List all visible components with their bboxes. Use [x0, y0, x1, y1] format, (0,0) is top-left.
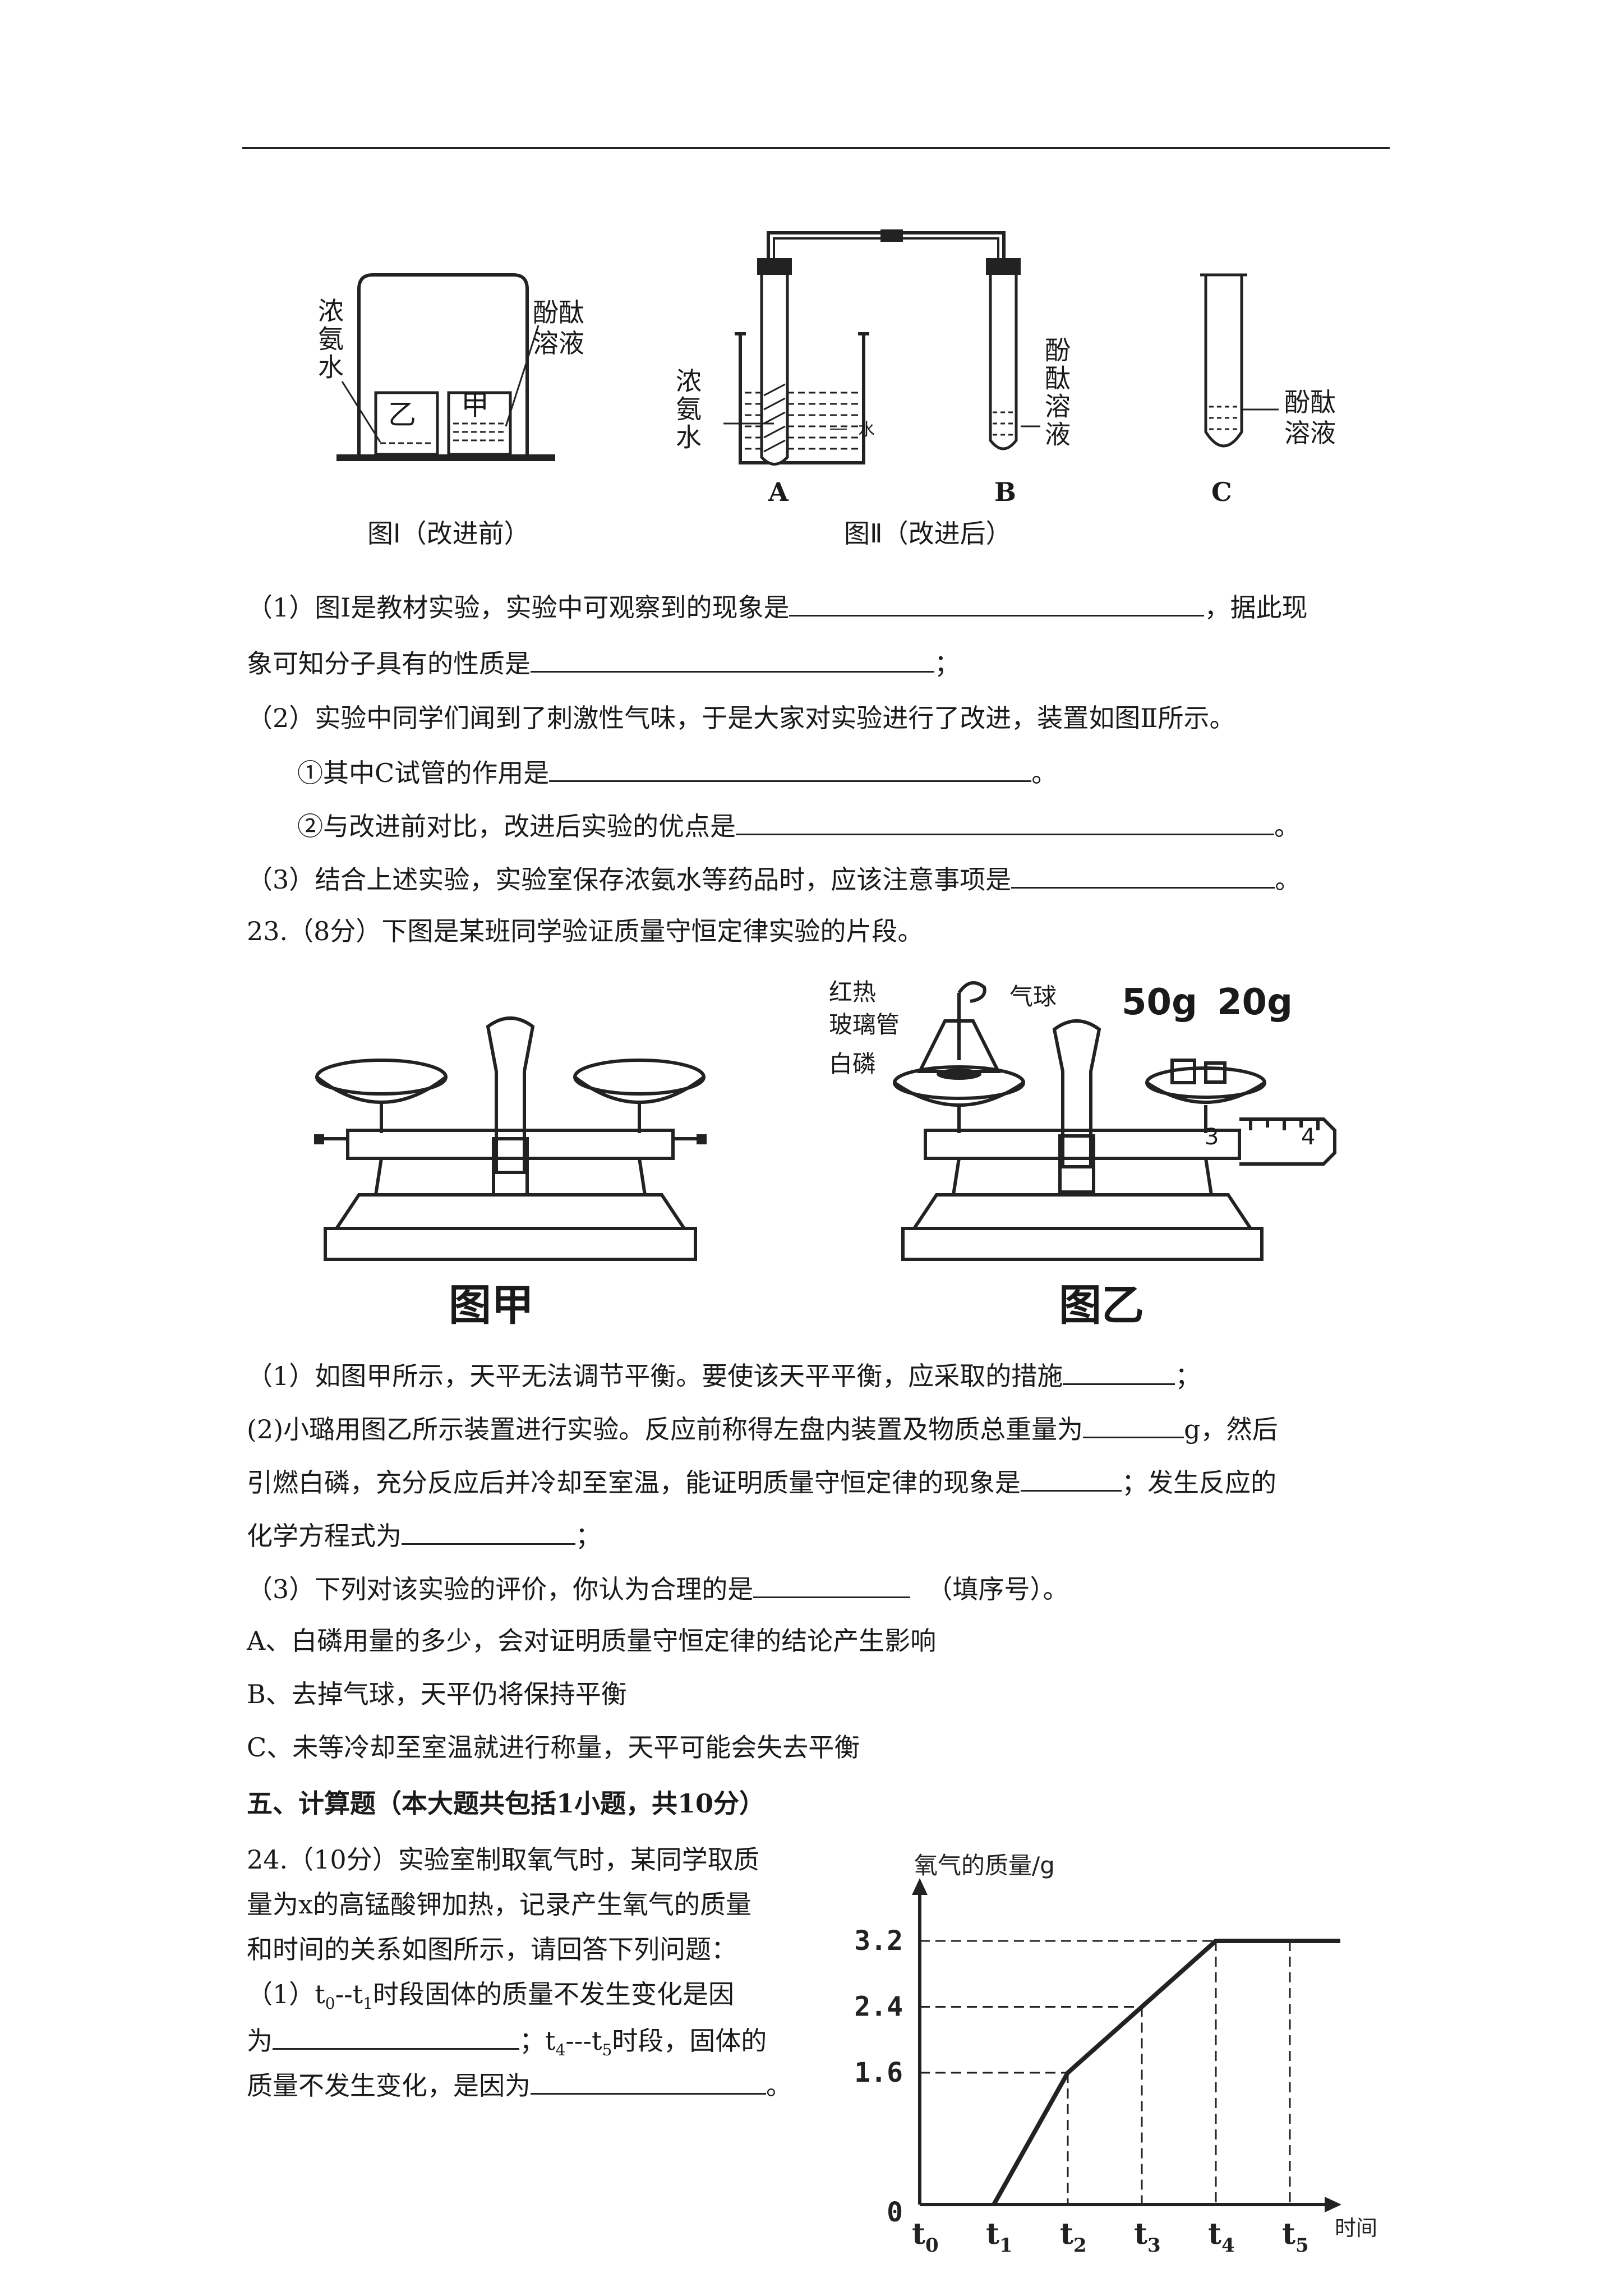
q22-blank-3[interactable]	[549, 754, 1032, 782]
section5-title: 五、计算题（本大题共包括1小题，共10分）	[247, 1788, 766, 1819]
y-tick-label: 2.4	[854, 1991, 903, 2023]
chart-guides	[920, 1940, 1291, 2205]
q24-blank-2[interactable]	[531, 2067, 766, 2095]
fig2-water-label: 水	[858, 420, 875, 440]
q23-part1: （1）如图甲所示，天平无法调节平衡。要使该天平平衡，应采取的措施；	[247, 1358, 1201, 1393]
scale-mark-3: 3	[1205, 1124, 1219, 1150]
chart-line	[992, 1939, 1340, 2206]
q22-blank-4[interactable]	[736, 808, 1274, 835]
fig2-tube-a: A	[768, 477, 789, 507]
q22-blank-2[interactable]	[531, 645, 934, 673]
balance-yi	[893, 981, 1336, 1261]
q22-part1-line2: 象可知分子具有的性质是；	[247, 645, 960, 680]
figure-3-tube-c	[1200, 273, 1279, 448]
fig1-right-label-1: 酚酞	[533, 297, 584, 328]
q23-blank-2[interactable]	[1083, 1411, 1184, 1438]
y-tick-label: 3.2	[854, 1925, 903, 1957]
chart-ticks: 0 1.6 2.4 3.2 t0 t1 t2 t3 t4 t5	[854, 1925, 1308, 2257]
q23-part3: （3）下列对该实验的评价，你认为合理的是 （填序号）。	[247, 1571, 1069, 1606]
fig2-left-label: 浓氨水	[672, 367, 702, 452]
label-hongre: 红热	[829, 978, 877, 1006]
fig1-right-label-2: 溶液	[533, 328, 584, 358]
fig1-left-label: 浓氨水	[314, 297, 344, 381]
fig1-beaker-jia: 甲	[461, 389, 489, 421]
q23-intro: 23.（8分）下图是某班同学验证质量守恒定律实验的片段。	[247, 916, 924, 946]
scale-mark-4: 4	[1301, 1124, 1316, 1150]
fig3-label-2: 溶液	[1284, 418, 1336, 448]
q23-part2-line3: 化学方程式为；	[247, 1517, 601, 1553]
q23-blank-4[interactable]	[402, 1517, 575, 1545]
q24-line4: （1）t0--t1时段固体的质量不发生变化是因	[247, 1979, 734, 2013]
fig1-beaker-yi: 乙	[388, 398, 416, 431]
q24-line1: 24.（10分）实验室制取氧气时，某同学取质	[247, 1844, 759, 1875]
y-tick-label: 1.6	[854, 2057, 903, 2088]
q22-part1-line1: （1）图Ⅰ是教材实验，实验中可观察到的现象是，据此现	[247, 589, 1307, 624]
q22-part2-sub1: ①其中C试管的作用是。	[297, 754, 1057, 790]
q23-blank-5[interactable]	[753, 1571, 911, 1598]
x-tick-label: t2	[1060, 2217, 1087, 2257]
series-line	[992, 1939, 1340, 2206]
q22-blank-5[interactable]	[1011, 861, 1275, 889]
q22-part2-sub2: ②与改进前对比，改进后实验的优点是。	[297, 808, 1300, 843]
q23-blank-1[interactable]	[1063, 1358, 1175, 1385]
fig3-label: 酚酞	[1284, 387, 1336, 417]
q24-line5: 为；t4---t5时段，固体的	[247, 2022, 767, 2067]
y-tick-label: 0	[887, 2197, 903, 2228]
x-tick-label: t0	[912, 2217, 939, 2257]
label-bailin: 白磷	[829, 1050, 877, 1078]
fig-yi-caption: 图乙	[1059, 1280, 1144, 1330]
q23-option-b: B、去掉气球，天平仍将保持平衡	[247, 1679, 627, 1709]
q24-line3: 和时间的关系如图所示，请回答下列问题：	[247, 1934, 737, 1964]
x-tick-label: t3	[1134, 2217, 1161, 2257]
header-rule	[242, 147, 1390, 149]
weight-50g: 50g	[1122, 982, 1197, 1023]
fig2-tube-b: B	[994, 477, 1016, 507]
label-boliguan: 玻璃管	[829, 1011, 900, 1038]
y-axis-label: 氧气的质量/g	[914, 1852, 1055, 1879]
x-axis-label: 时间	[1335, 2216, 1377, 2240]
q22-blank-1[interactable]	[789, 589, 1205, 616]
x-tick-label: t1	[986, 2217, 1013, 2257]
q24-line6: 质量不发生变化，是因为。	[247, 2067, 792, 2102]
q23-part2-line2: 引燃白磷，充分反应后并冷却至室温，能证明质量守恒定律的现象是；发生反应的	[247, 1464, 1276, 1499]
y-axis-arrow	[912, 1878, 928, 1895]
q22-part2-line: （2）实验中同学们闻到了刺激性气味，于是大家对实验进行了改进，装置如图Ⅱ所示。	[247, 703, 1235, 733]
balance-jia	[314, 1016, 707, 1261]
q22-part3: （3）结合上述实验，实验室保存浓氨水等药品时，应该注意事项是。	[247, 861, 1301, 896]
figure-1-apparatus	[336, 273, 555, 461]
q23-option-a: A、白磷用量的多少，会对证明质量守恒定律的结论产生影响	[247, 1626, 937, 1656]
x-axis-arrow	[1325, 2197, 1341, 2212]
x-tick-label: t4	[1208, 2217, 1235, 2257]
chart-axes: 氧气的质量/g 时间	[912, 1852, 1377, 2240]
fig3-tube-c: C	[1211, 477, 1232, 507]
fig2-caption: 图Ⅱ（改进后）	[844, 518, 1012, 549]
fig2-right-label: 酚酞溶液	[1041, 337, 1071, 449]
figure-2-apparatus	[723, 229, 1040, 466]
label-qiqiu: 气球	[1009, 983, 1057, 1010]
fig1-caption: 图Ⅰ（改进前）	[367, 518, 530, 549]
q23-option-c: C、未等冷却至室温就进行称量，天平可能会失去平衡	[247, 1732, 860, 1763]
fig-jia-caption: 图甲	[449, 1280, 534, 1330]
x-tick-label: t5	[1282, 2217, 1309, 2257]
weight-20g: 20g	[1217, 982, 1293, 1023]
q24-line2: 量为x的高锰酸钾加热，记录产生氧气的质量	[247, 1889, 751, 1920]
q24-blank-1[interactable]	[273, 2022, 519, 2050]
oxygen-mass-chart: 氧气的质量/g 时间 0 1.6 2.4 3.2 t0 t1 t2 t3 t4 t5	[854, 1852, 1377, 2257]
q23-blank-3[interactable]	[1021, 1464, 1122, 1492]
